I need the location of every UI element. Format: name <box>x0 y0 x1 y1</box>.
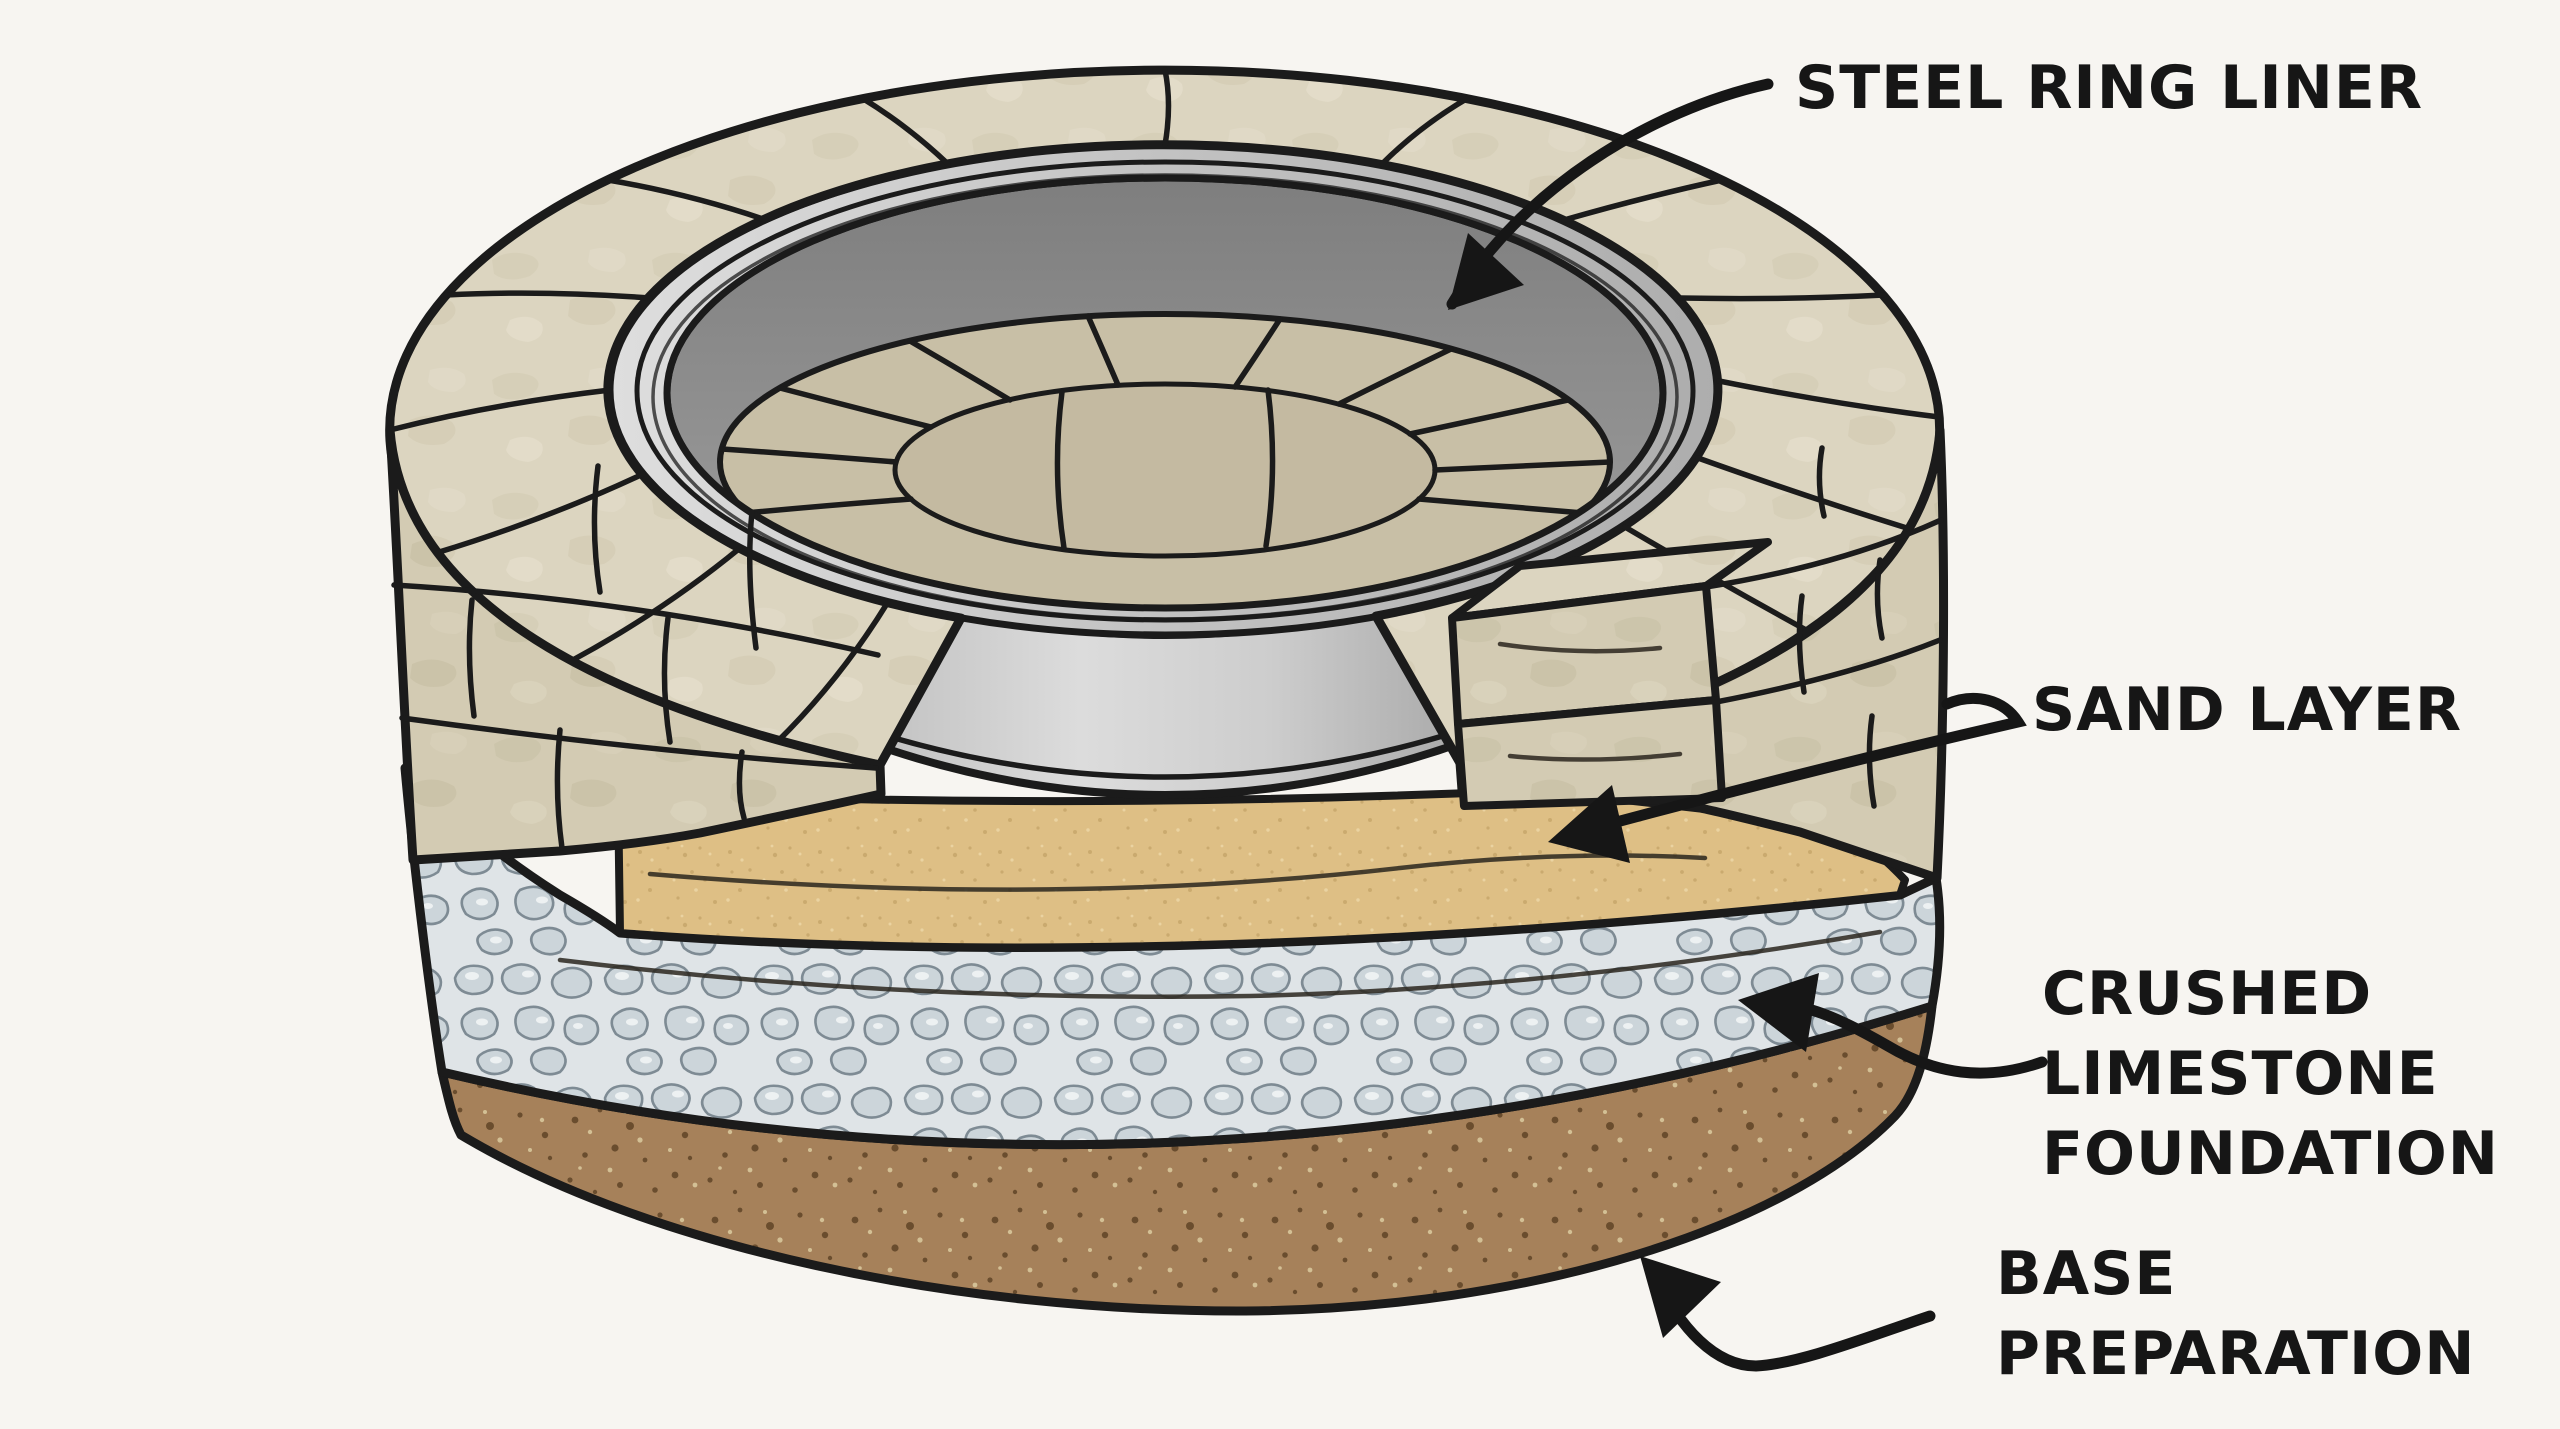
pit-floor-bricks <box>717 311 1613 608</box>
protruding-stone-blocks <box>1448 538 1772 810</box>
crushed-limestone-layer <box>400 763 1945 1150</box>
label-crushed-limestone-line2: LIMESTONE <box>2042 1039 2439 1109</box>
cap-stone-joints <box>387 67 1942 745</box>
label-crushed-limestone-line1: CRUSHED <box>2042 959 2372 1029</box>
label-steel-ring-liner: STEEL RING LINER <box>1795 53 2423 123</box>
limestone-texture-line <box>557 929 1883 999</box>
label-sand-layer: SAND LAYER <box>2032 675 2462 745</box>
steel-ring-liner-arrowhead <box>1448 233 1524 310</box>
steel-rim-lip-line-2 <box>651 173 1679 621</box>
label-base-preparation-line1: BASE <box>1996 1239 2176 1309</box>
stone-block-ring <box>385 65 1949 883</box>
left-stone-wall <box>385 425 886 865</box>
crushed-limestone-arrow <box>1798 1002 2048 1079</box>
left-wall-course-lines <box>391 463 881 851</box>
sand-crack-line <box>647 853 1708 892</box>
annotation-labels: STEEL RING LINER SAND LAYER CRUSHED LIME… <box>1795 53 2499 1389</box>
label-base-preparation-line2: PREPARATION <box>1996 1319 2476 1389</box>
sand-layer-arrow <box>1566 692 2027 840</box>
crushed-limestone-arrowhead <box>1738 973 1819 1052</box>
label-crushed-limestone-line3: FOUNDATION <box>2042 1119 2499 1189</box>
base-preparation-arrowhead <box>1640 1256 1721 1338</box>
annotation-arrows <box>1446 78 2048 1372</box>
sand-layer-arrowhead <box>1548 785 1630 863</box>
